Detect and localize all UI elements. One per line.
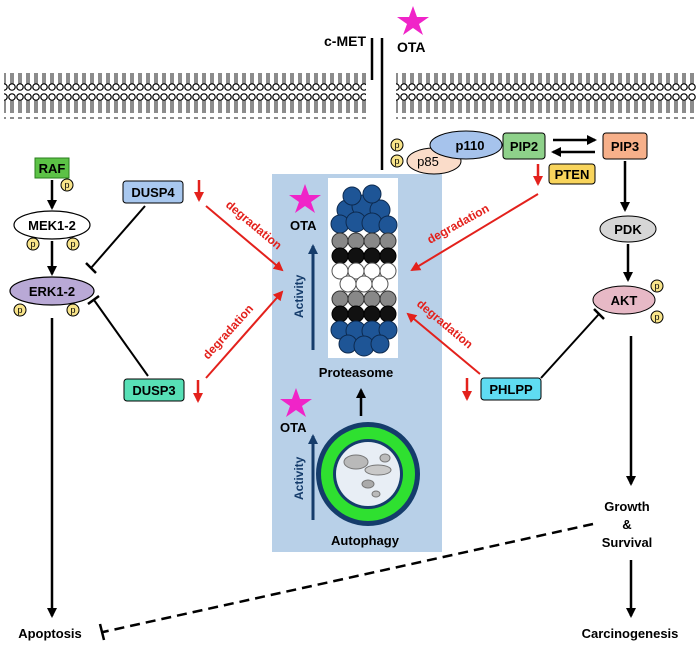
mek-label: MEK1-2 bbox=[28, 218, 76, 233]
ota-label-proteasome: OTA bbox=[290, 218, 317, 233]
growth-inhibits-apoptosis bbox=[98, 522, 594, 641]
cmet-receptor bbox=[370, 38, 384, 170]
ota-label-autophagy: OTA bbox=[280, 420, 307, 435]
svg-text:p: p bbox=[70, 239, 75, 249]
proteasome-icon bbox=[328, 178, 398, 358]
svg-text:p: p bbox=[654, 312, 659, 322]
svg-text:p: p bbox=[394, 140, 399, 150]
svg-text:p: p bbox=[30, 239, 35, 249]
p110-label: p110 bbox=[456, 138, 485, 153]
survival-label: Survival bbox=[602, 535, 653, 550]
p85-label: p85 bbox=[417, 154, 439, 169]
raf-label: RAF bbox=[39, 161, 66, 176]
mek-phospho: p p bbox=[26, 237, 80, 251]
activity-label-top: Activity bbox=[292, 274, 306, 318]
dusp4-inhibits-erk bbox=[85, 205, 146, 274]
phlpp-degradation-arrow bbox=[406, 312, 481, 375]
raf-node bbox=[34, 157, 70, 179]
cell-membrane-left bbox=[4, 73, 366, 119]
svg-text:p: p bbox=[654, 281, 659, 291]
dusp3-inhibits-erk bbox=[87, 294, 149, 377]
cmet-phospho: p p bbox=[390, 138, 404, 168]
pdk-label: PDK bbox=[614, 222, 642, 237]
carcinogenesis-label: Carcinogenesis bbox=[582, 626, 679, 641]
pip2-node bbox=[502, 132, 546, 160]
ota-star-icon bbox=[397, 6, 429, 35]
akt-phospho: p p bbox=[650, 279, 664, 324]
pip2-label: PIP2 bbox=[510, 139, 538, 154]
dusp3-degradation-arrow bbox=[205, 290, 284, 379]
phlpp-label: PHLPP bbox=[489, 382, 533, 397]
phlpp-node bbox=[480, 377, 542, 401]
cell-membrane-right bbox=[396, 73, 696, 119]
erk-label: ERK1-2 bbox=[29, 284, 75, 299]
activity-label-bottom: Activity bbox=[292, 456, 306, 500]
pten-degradation-arrow bbox=[410, 193, 539, 272]
pten-node bbox=[548, 163, 596, 185]
ota-star-icon bbox=[280, 388, 312, 417]
ota-star-icon bbox=[289, 184, 321, 213]
dusp4-node bbox=[122, 180, 184, 204]
pip3-label: PIP3 bbox=[611, 139, 639, 154]
dusp3-node bbox=[123, 378, 185, 402]
cmet-label: c-MET bbox=[324, 33, 366, 49]
apoptosis-label: Apoptosis bbox=[18, 626, 82, 641]
dusp3-label: DUSP3 bbox=[132, 383, 175, 398]
akt-node bbox=[592, 285, 656, 315]
autophagy-label: Autophagy bbox=[331, 533, 400, 548]
raf-phospho: p bbox=[60, 178, 74, 192]
akt-label: AKT bbox=[611, 293, 638, 308]
ampersand-label: & bbox=[622, 517, 631, 532]
mek-node bbox=[13, 210, 91, 240]
p110-node bbox=[429, 130, 503, 160]
erk-node bbox=[9, 276, 95, 306]
ota-label-top: OTA bbox=[397, 39, 426, 55]
svg-text:p: p bbox=[17, 305, 22, 315]
svg-text:p: p bbox=[394, 156, 399, 166]
pten-label: PTEN bbox=[555, 167, 590, 182]
growth-label: Growth bbox=[604, 499, 650, 514]
autophagosome-icon bbox=[316, 422, 420, 526]
svg-text:p: p bbox=[64, 180, 69, 190]
svg-text:p: p bbox=[70, 305, 75, 315]
pdk-node bbox=[599, 215, 657, 243]
proteasome-label: Proteasome bbox=[319, 365, 393, 380]
erk-phospho: p p bbox=[13, 303, 80, 317]
dusp4-degradation-arrow bbox=[205, 205, 284, 272]
phlpp-inhibits-akt bbox=[540, 308, 605, 379]
dusp4-label: DUSP4 bbox=[131, 185, 175, 200]
pip3-node bbox=[602, 132, 648, 160]
